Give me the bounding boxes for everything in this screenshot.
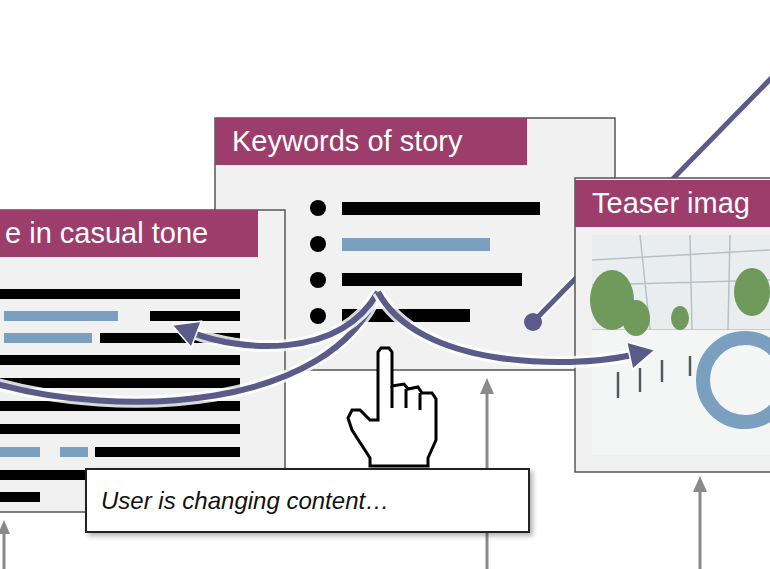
content-card: Keywords of story: [215, 118, 615, 370]
status-callout: User is changing content…: [85, 468, 530, 533]
teaser-panel: [575, 178, 770, 472]
status-note: User is changing content…: [101, 487, 389, 515]
outgoing-curve: [0, 292, 378, 402]
flow-arrow: [378, 292, 655, 369]
card-header: Keywords of story: [215, 118, 527, 165]
content-card: Teaser imag: [575, 180, 770, 472]
casual-text-panel: [0, 210, 285, 512]
flow-arrow: [172, 292, 378, 347]
content-card: e in casual tone: [0, 210, 285, 512]
card-header: Teaser imag: [575, 180, 770, 227]
hand-cursor-icon: [348, 348, 436, 466]
card-header: e in casual tone: [0, 210, 258, 257]
